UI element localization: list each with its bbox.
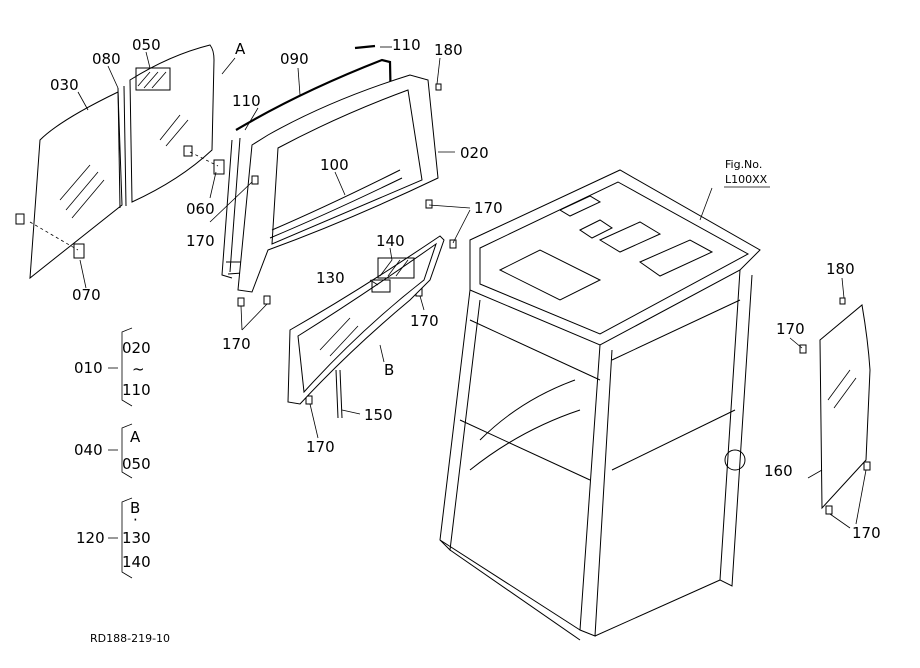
fig-no-value: L100XX (725, 173, 768, 186)
label-080: 080 (92, 50, 121, 68)
label-b: B (384, 361, 394, 379)
legend-040-item-1: A (130, 428, 141, 446)
label-090: 090 (280, 50, 309, 68)
leader-lines (77, 46, 867, 529)
legend-120-item-1: B (130, 499, 140, 517)
figure-number: Fig.No. L100XX (724, 158, 770, 188)
seal-strip-080 (117, 85, 127, 209)
cab-frame (439, 169, 761, 641)
label-020: 020 (460, 144, 489, 162)
label-100: 100 (320, 156, 349, 174)
glass-panel-a (129, 44, 225, 203)
label-140: 140 (376, 232, 405, 250)
legend-010-item-3: 110 (122, 381, 151, 399)
rod-150 (335, 369, 343, 419)
legend-120-parent: 120 (76, 529, 105, 547)
legend-010-parent: 010 (74, 359, 103, 377)
legend-010-item-1: 020 (122, 339, 151, 357)
glass-panel-030 (15, 91, 123, 280)
label-070: 070 (72, 286, 101, 304)
label-170-f: 170 (776, 320, 805, 338)
label-a: A (235, 40, 246, 58)
label-050: 050 (132, 36, 161, 54)
label-170-b: 170 (474, 199, 503, 217)
label-170-d: 170 (222, 335, 251, 353)
door-glass-b (287, 235, 445, 405)
label-110-top: 110 (392, 36, 421, 54)
label-110-left: 110 (232, 92, 261, 110)
drawing-code: RD188-219-10 (90, 632, 170, 645)
label-170-e: 170 (306, 438, 335, 456)
label-180-right: 180 (826, 260, 855, 278)
label-170-a: 170 (186, 232, 215, 250)
legend-040-item-2: 050 (122, 455, 151, 473)
glass-panel-100 (269, 169, 403, 239)
label-130: 130 (316, 269, 345, 287)
legend-040-parent: 040 (74, 441, 103, 459)
fig-no-label: Fig.No. (725, 158, 762, 171)
legend-120-item-4: 140 (122, 553, 151, 571)
legend-120-item-2: · (133, 511, 138, 529)
callout-labels: 030 080 050 A 090 110 180 110 020 060 10… (50, 36, 881, 542)
legend-120-item-3: 130 (122, 529, 151, 547)
label-060: 060 (186, 200, 215, 218)
label-030: 030 (50, 76, 79, 94)
legend-010-item-2: ~ (132, 360, 145, 378)
window-frame-020 (237, 74, 439, 293)
label-170-c: 170 (410, 312, 439, 330)
label-160: 160 (764, 462, 793, 480)
assembly-legend: 010 020 ~ 110 040 A 050 120 B · 130 140 (74, 327, 151, 579)
glass-panel-160 (819, 304, 871, 510)
label-150: 150 (364, 406, 393, 424)
label-170-g: 170 (852, 524, 881, 542)
label-180-top: 180 (434, 41, 463, 59)
